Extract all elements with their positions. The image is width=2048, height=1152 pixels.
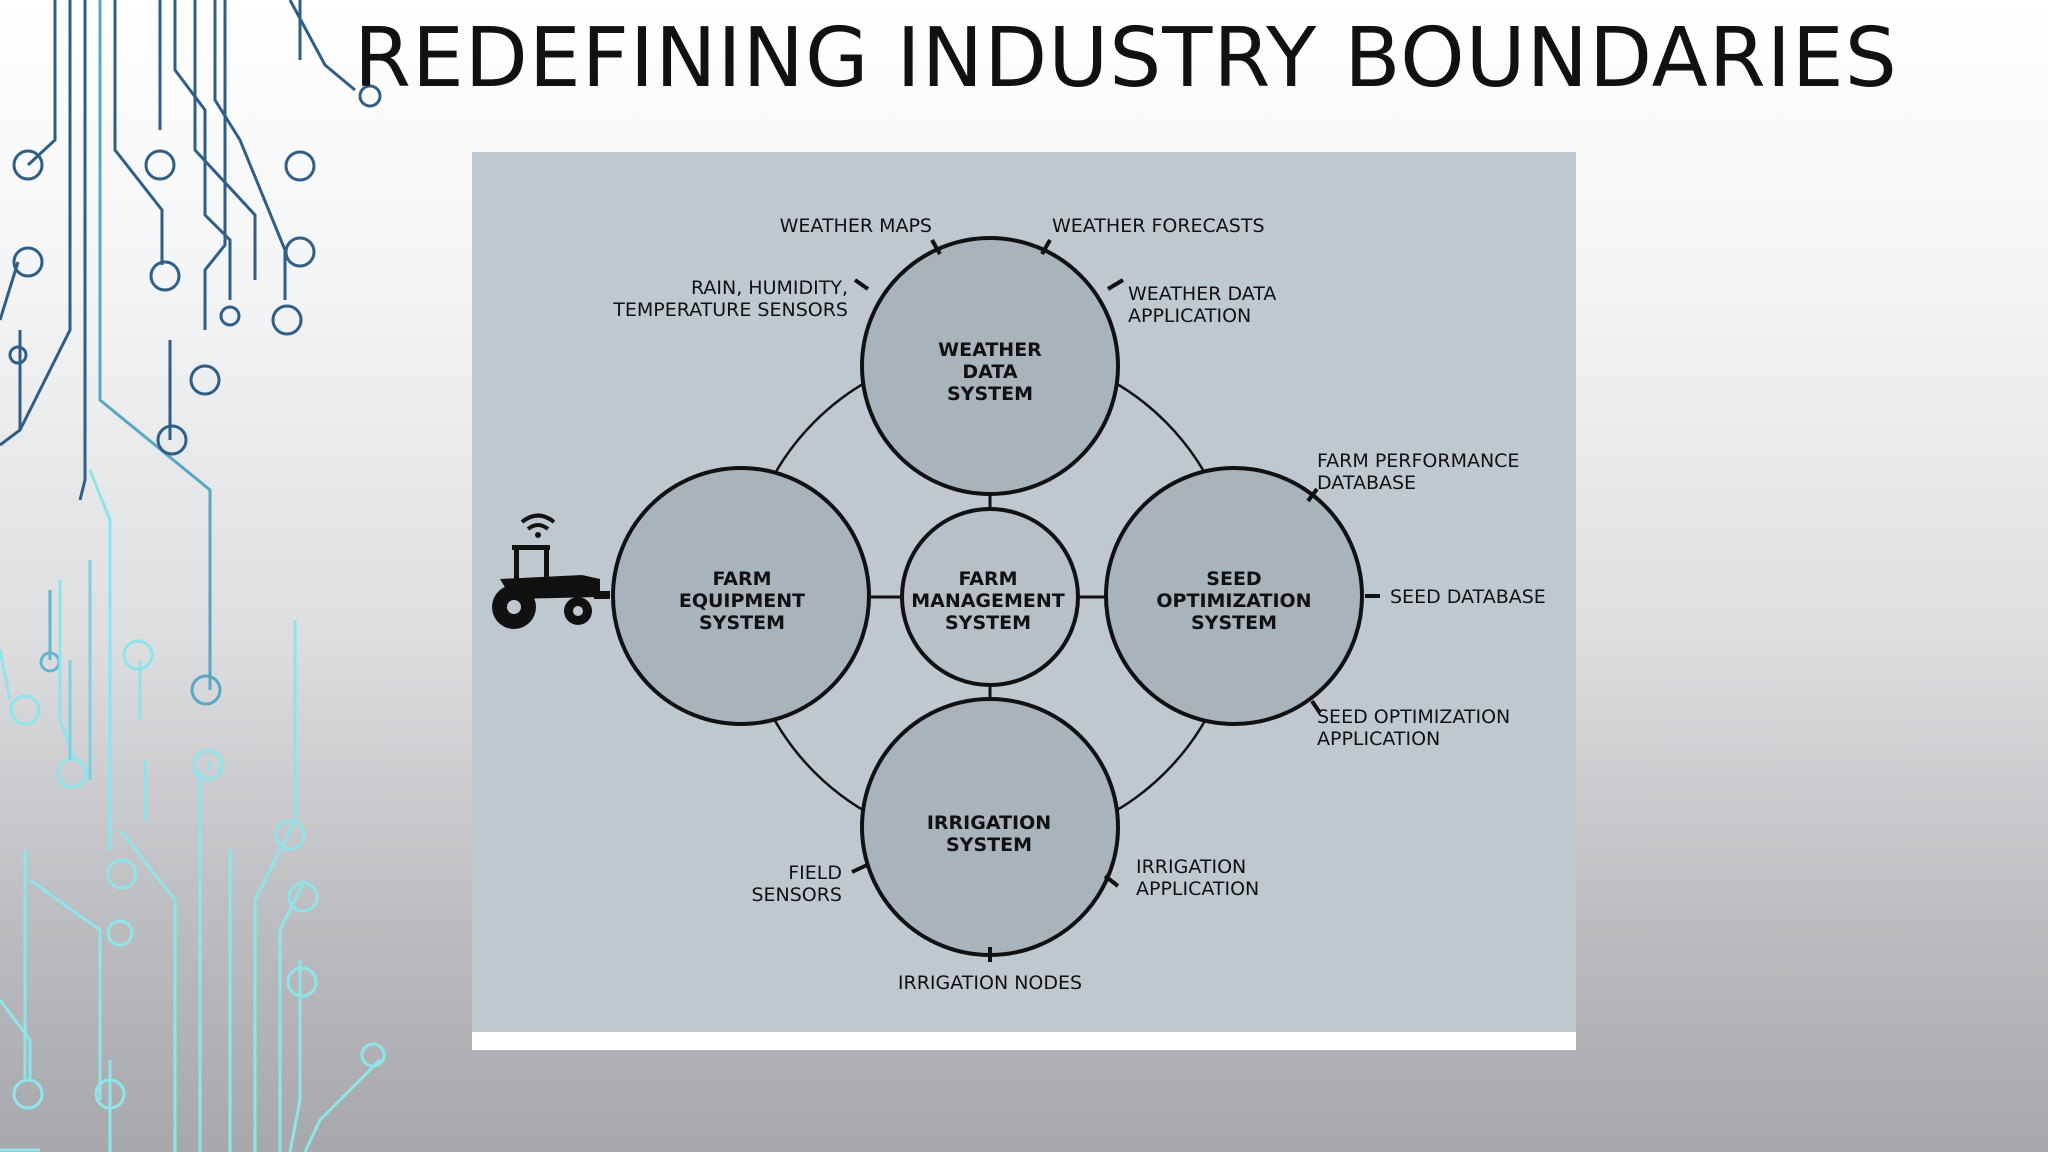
circuit-node-circle: [360, 1042, 386, 1068]
circuit-node-circle: [156, 424, 188, 456]
weather-data-system-node: [860, 236, 1120, 496]
circuit-trace: [253, 620, 297, 1152]
wifi-arc: [520, 513, 556, 524]
circuit-node-circle: [192, 749, 224, 781]
connector-tick: [851, 863, 868, 874]
tractor-cab-post: [514, 549, 519, 579]
farm-equipment-system-node: [611, 466, 871, 726]
circuit-trace: [58, 580, 77, 761]
circuit-node-circle: [12, 149, 44, 181]
circuit-trace: [98, 0, 212, 690]
weather-maps-label: WEATHER MAPS: [780, 215, 932, 237]
circuit-trace: [18, 0, 72, 431]
connector-tick: [1103, 874, 1120, 888]
circuit-trace: [26, 0, 57, 167]
connector-tick: [853, 278, 870, 291]
connector-tick: [1106, 278, 1125, 291]
circuit-node-circle: [149, 260, 181, 292]
wifi-dot: [535, 532, 541, 538]
circuit-node-circle: [106, 858, 138, 890]
irrigation-nodes-label: IRRIGATION NODES: [898, 972, 1082, 994]
farm-management-system-node: [900, 507, 1080, 687]
circuit-node-circle: [8, 345, 28, 365]
circuit-node-circle: [12, 246, 44, 278]
circuit-trace: [88, 469, 112, 850]
circuit-trace: [278, 879, 307, 1152]
circuit-node-circle: [106, 919, 134, 947]
circuit-trace: [303, 1058, 382, 1152]
tractor-wifi-icon: [492, 513, 610, 629]
circuit-node-circle: [286, 966, 318, 998]
circuit-trace: [173, 0, 232, 300]
connector-tick: [930, 239, 942, 255]
circuit-node-circle: [287, 881, 319, 913]
circuit-trace: [0, 999, 32, 1080]
circuit-trace: [213, 0, 287, 300]
circuit-node-circle: [122, 639, 154, 671]
tractor-hitch: [594, 591, 610, 599]
circuit-decoration: [0, 0, 386, 1152]
rain-humidity-temperature-sensors-label: RAIN, HUMIDITY,TEMPERATURE SENSORS: [612, 277, 848, 321]
circuit-node-circle: [284, 236, 316, 268]
circuit-node-circle: [12, 1078, 44, 1110]
circuit-node-circle: [219, 305, 241, 327]
weather-forecasts-label: WEATHER FORECASTS: [1052, 215, 1265, 237]
circuit-node-circle: [190, 674, 222, 706]
circuit-trace: [78, 0, 87, 501]
circuit-trace: [113, 0, 164, 265]
connector-tick: [1310, 699, 1322, 715]
circuit-node-circle: [274, 819, 306, 851]
circuit-trace: [288, 0, 356, 92]
tractor-roof: [512, 545, 550, 550]
circuit-trace: [0, 649, 12, 701]
connector-tick: [1040, 239, 1052, 255]
circuit-node-circle: [284, 150, 316, 182]
figure-bottom-border: [472, 1032, 1576, 1050]
circuit-trace: [288, 960, 302, 1152]
seed-database-label: SEED DATABASE: [1390, 586, 1546, 608]
circuit-node-circle: [94, 1078, 126, 1110]
seed-optimization-system-node: [1104, 466, 1364, 726]
circuit-node-circle: [9, 694, 41, 726]
circuit-node-circle: [271, 304, 303, 336]
circuit-trace: [118, 829, 177, 901]
circuit-trace: [29, 878, 102, 1100]
slide-title: REDEFINING INDUSTRY BOUNDARIES: [354, 11, 1898, 106]
tractor-wheel-hub: [507, 600, 521, 614]
circuit-node-circle: [189, 364, 221, 396]
tractor-wheel-hub: [573, 606, 583, 616]
circuit-node-circle: [56, 757, 88, 789]
circuit-trace: [203, 0, 227, 330]
connector-tick: [1306, 487, 1319, 503]
tractor-cab-post: [544, 549, 549, 579]
circuit-node-circle: [358, 84, 382, 108]
circuit-node-circle: [144, 149, 176, 181]
wifi-arc: [526, 523, 550, 531]
circuit-trace: [0, 261, 20, 321]
